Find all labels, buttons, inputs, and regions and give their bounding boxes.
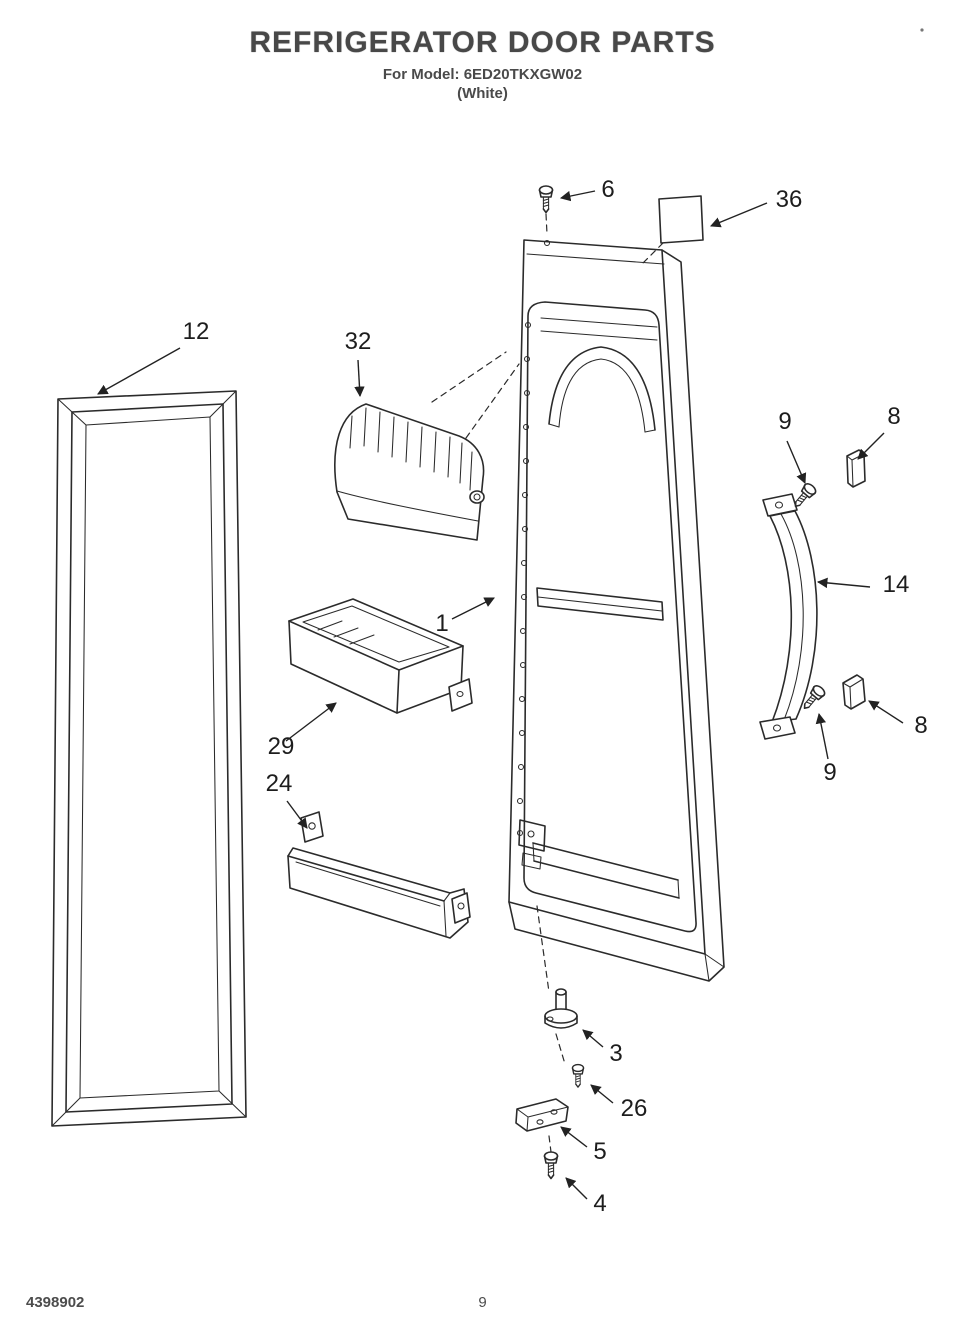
door-gasket-part-12: [51, 390, 247, 1127]
nameplate-part-36: [658, 195, 704, 244]
callout-labels: 6 36 12 32 9 8 1 14 29 8 9 24 3 26 5 4: [183, 176, 928, 1217]
callout-8-top: 8: [887, 403, 900, 430]
dairy-cover-knob: [469, 490, 485, 504]
callout-3: 3: [609, 1040, 622, 1067]
dairy-cover-part-32: [334, 403, 485, 541]
dairy-cover-hatching: [349, 407, 473, 491]
callout-9-top: 9: [778, 408, 791, 435]
screw-part-26: [571, 1063, 585, 1088]
callout-8-bottom: 8: [914, 712, 927, 739]
header: REFRIGERATOR DOOR PARTS For Model: 6ED20…: [0, 26, 965, 102]
stray-mark: [920, 28, 924, 32]
callout-6: 6: [601, 176, 614, 203]
callout-26: 26: [621, 1095, 648, 1122]
callout-4: 4: [593, 1190, 606, 1217]
callout-5: 5: [593, 1138, 606, 1165]
page-number: 9: [478, 1294, 487, 1311]
page-title: REFRIGERATOR DOOR PARTS: [249, 26, 716, 59]
door-shelf-part-24: [287, 811, 471, 939]
callout-29: 29: [268, 733, 295, 760]
door-panel-part-1: [508, 239, 725, 982]
door-bin-part-29: [288, 598, 473, 714]
handle-endcap-part-8-bottom: [842, 674, 866, 710]
callout-9-bottom: 9: [823, 759, 836, 786]
callout-36: 36: [776, 186, 803, 213]
callout-1: 1: [435, 610, 448, 637]
callout-12: 12: [183, 318, 210, 345]
callout-14: 14: [883, 571, 910, 598]
door-handle-part-14: [759, 493, 818, 740]
model-line: For Model: 6ED20TKXGW02: [382, 66, 583, 83]
color-line: (White): [457, 85, 508, 102]
doc-number: 4398902: [26, 1294, 85, 1311]
callout-32: 32: [345, 328, 372, 355]
top-screw-part-6: [538, 185, 554, 214]
bottom-bracket-part-5: [515, 1098, 569, 1132]
hinge-pin-part-3: [544, 988, 578, 1029]
callout-leader-arrows: [97, 190, 904, 1200]
screw-part-4: [543, 1151, 559, 1180]
assembly-dashed-lines: [431, 213, 664, 1153]
door-hole-column: [516, 321, 532, 837]
callout-24: 24: [266, 770, 293, 797]
